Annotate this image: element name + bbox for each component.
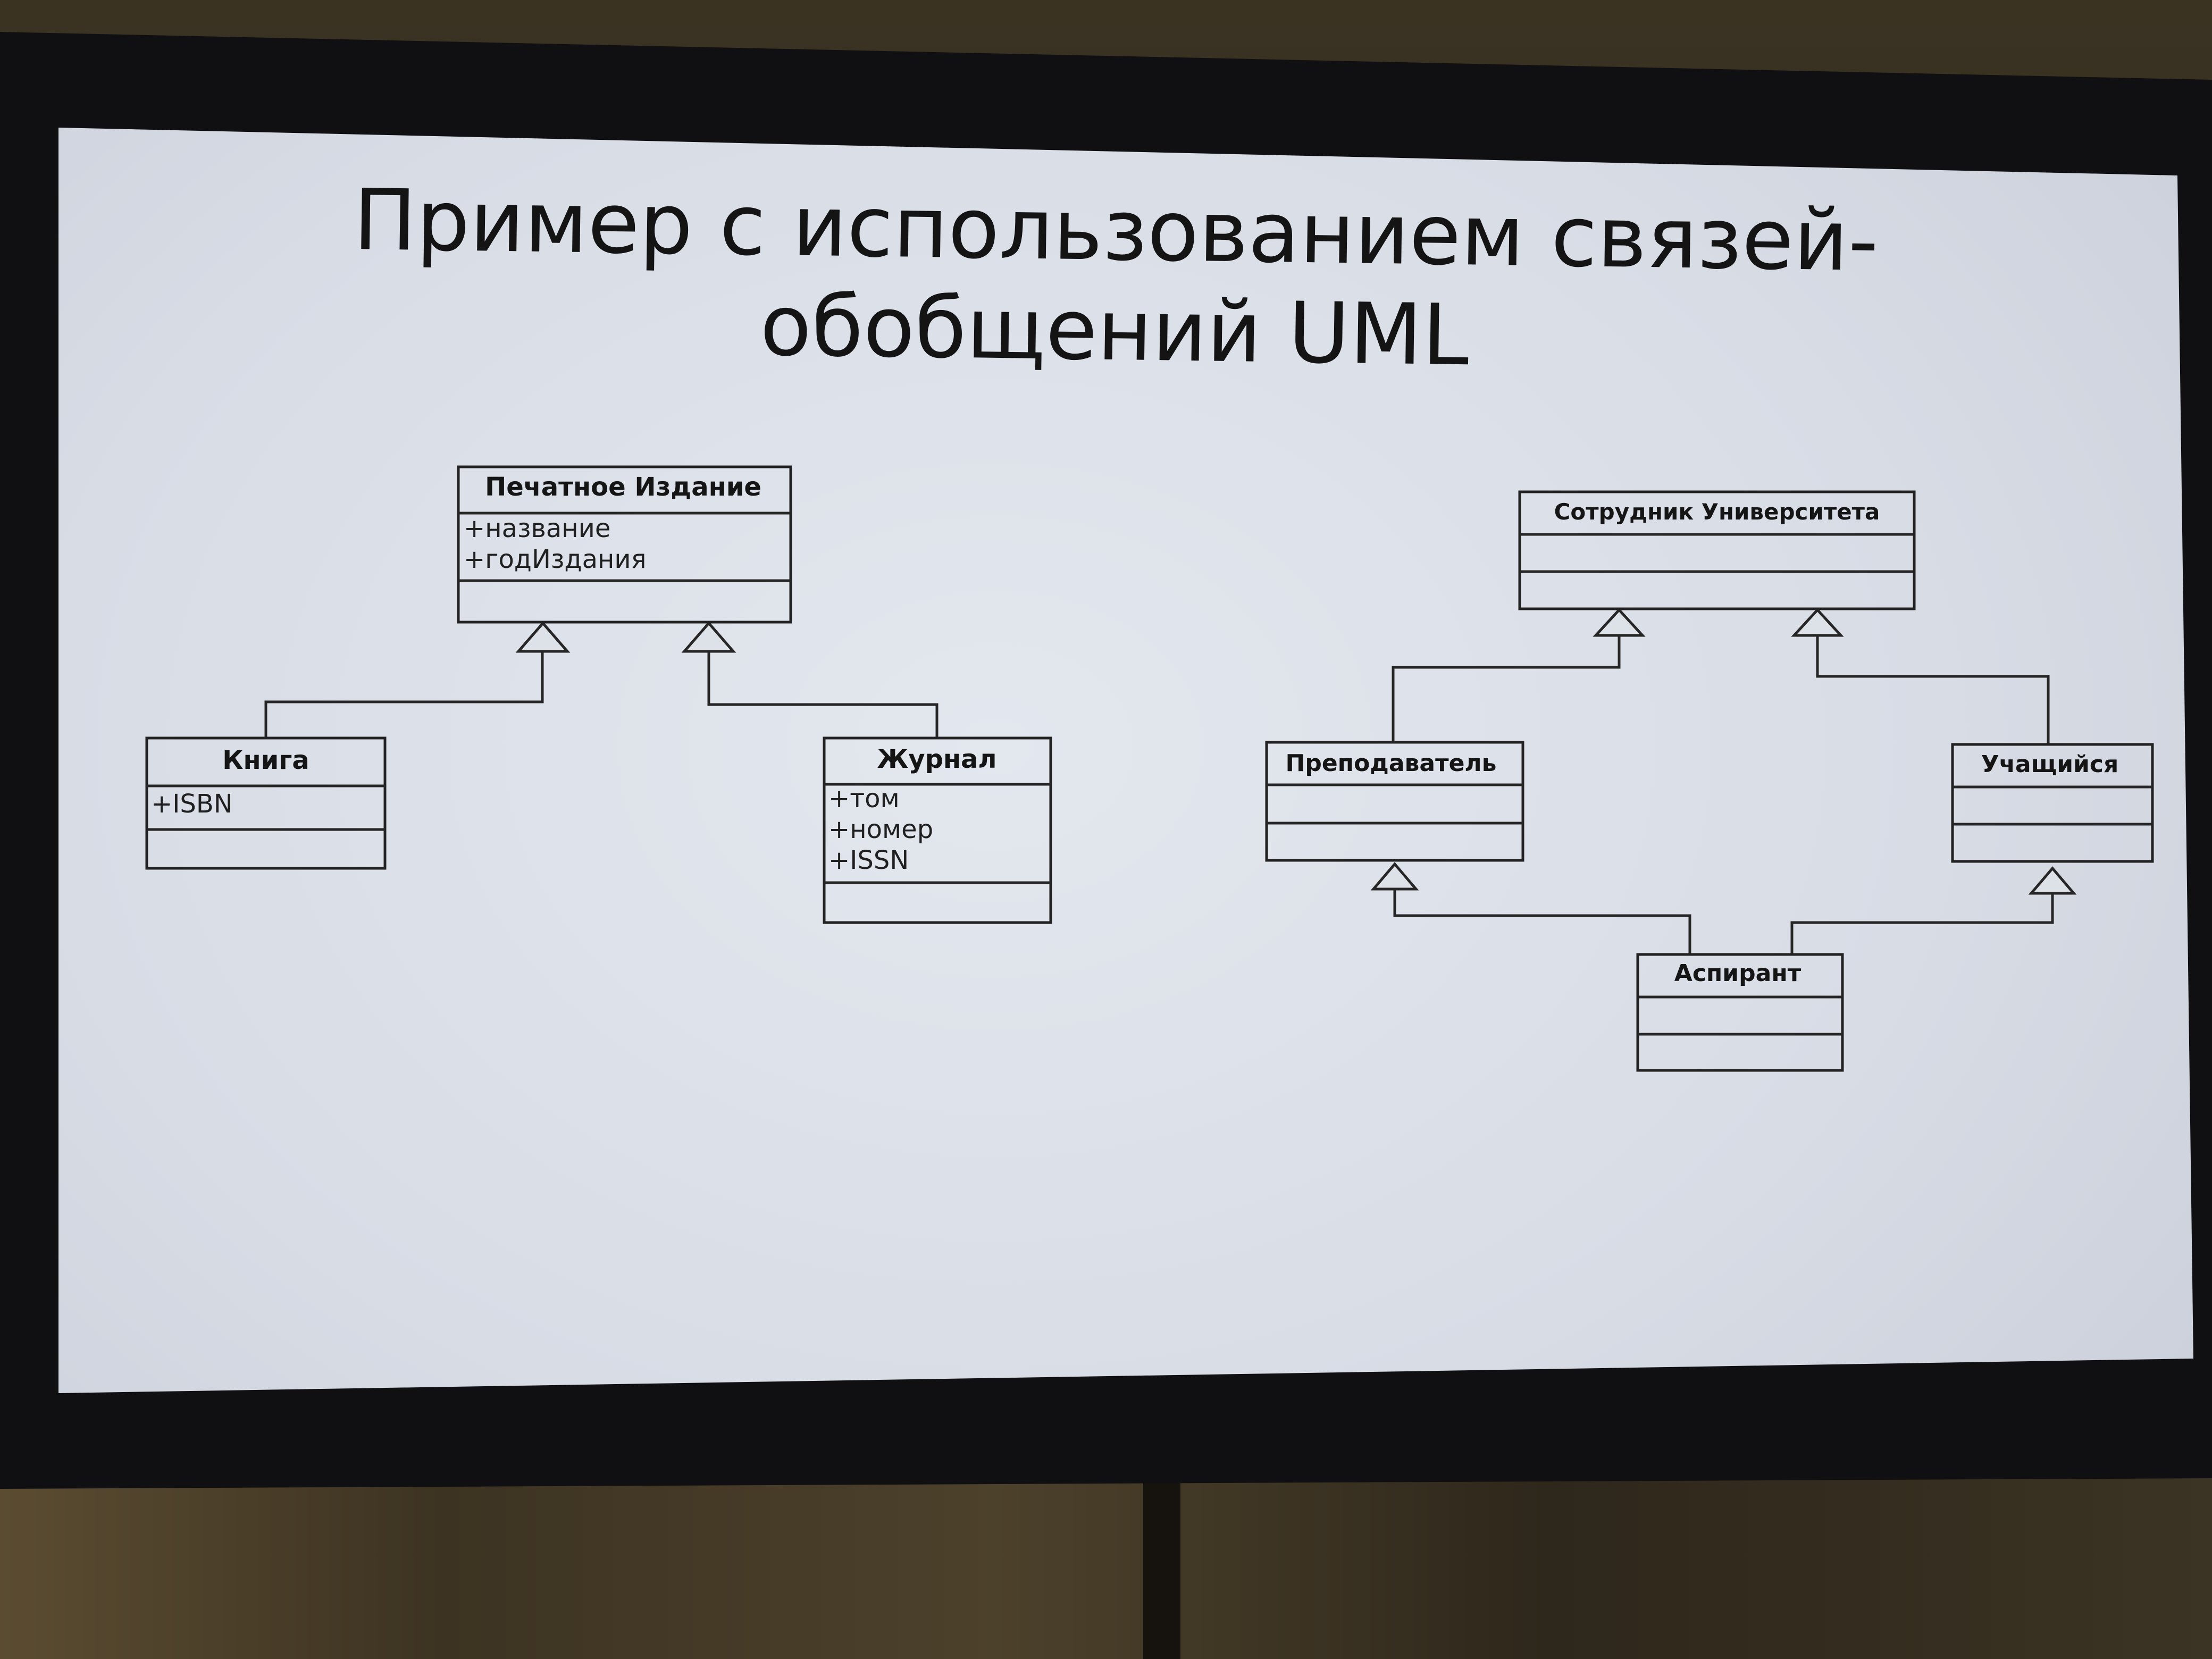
class-journal[interactable]: Журнал +том +номер +ISSN [823,736,1052,924]
class-name: Преподаватель [1286,750,1497,777]
class-name: Журнал [877,744,996,774]
class-box-student [1951,743,2154,863]
class-attribute: +ISSN [828,845,909,875]
arrowhead-book-printed [515,621,571,653]
line-journal-printed [707,651,939,738]
class-attribute: +номер [828,815,933,844]
arrowhead-postgrad-teacher [1370,862,1419,891]
generalization-lines [264,635,2054,954]
class-attribute: +годИздания [464,544,646,574]
class-name: Сотрудник Университета [1554,499,1880,525]
class-postgraduate[interactable]: Аспирант [1636,953,1844,1072]
class-box-university-employee [1518,490,1916,610]
arrowhead-student-employee [1791,608,1844,637]
generalization-arrowheads [515,608,2077,895]
class-box-printed-edition [457,465,792,624]
line-postgrad-student [1790,893,2054,954]
class-attribute: +том [828,784,900,814]
class-box-journal [823,736,1052,924]
line-teacher-employee [1392,635,1621,742]
class-box-postgraduate [1636,953,1844,1072]
arrowhead-journal-printed [681,621,736,653]
class-student[interactable]: Учащийся [1951,743,2154,863]
class-printed-edition[interactable]: Печатное Издание +название +годИздания [457,465,792,624]
class-name: Книга [222,745,309,775]
class-name: Аспирант [1674,960,1802,987]
class-name: Учащийся [1981,751,2118,778]
class-university-employee[interactable]: Сотрудник Университета [1518,490,1916,610]
class-teacher[interactable]: Преподаватель [1265,741,1524,862]
line-student-employee [1816,635,2050,744]
class-attribute: +ISBN [151,789,233,819]
arrowhead-teacher-employee [1593,608,1646,637]
background-wall [0,1457,2212,1659]
arrowhead-postgrad-student [2028,866,2077,895]
line-postgrad-teacher [1393,889,1691,954]
class-box-teacher [1265,741,1524,862]
class-box-book [145,736,387,870]
class-name: Печатное Издание [485,472,761,502]
class-attribute: +название [464,514,610,543]
class-book[interactable]: Книга +ISBN [145,736,387,870]
line-book-printed [264,651,544,738]
